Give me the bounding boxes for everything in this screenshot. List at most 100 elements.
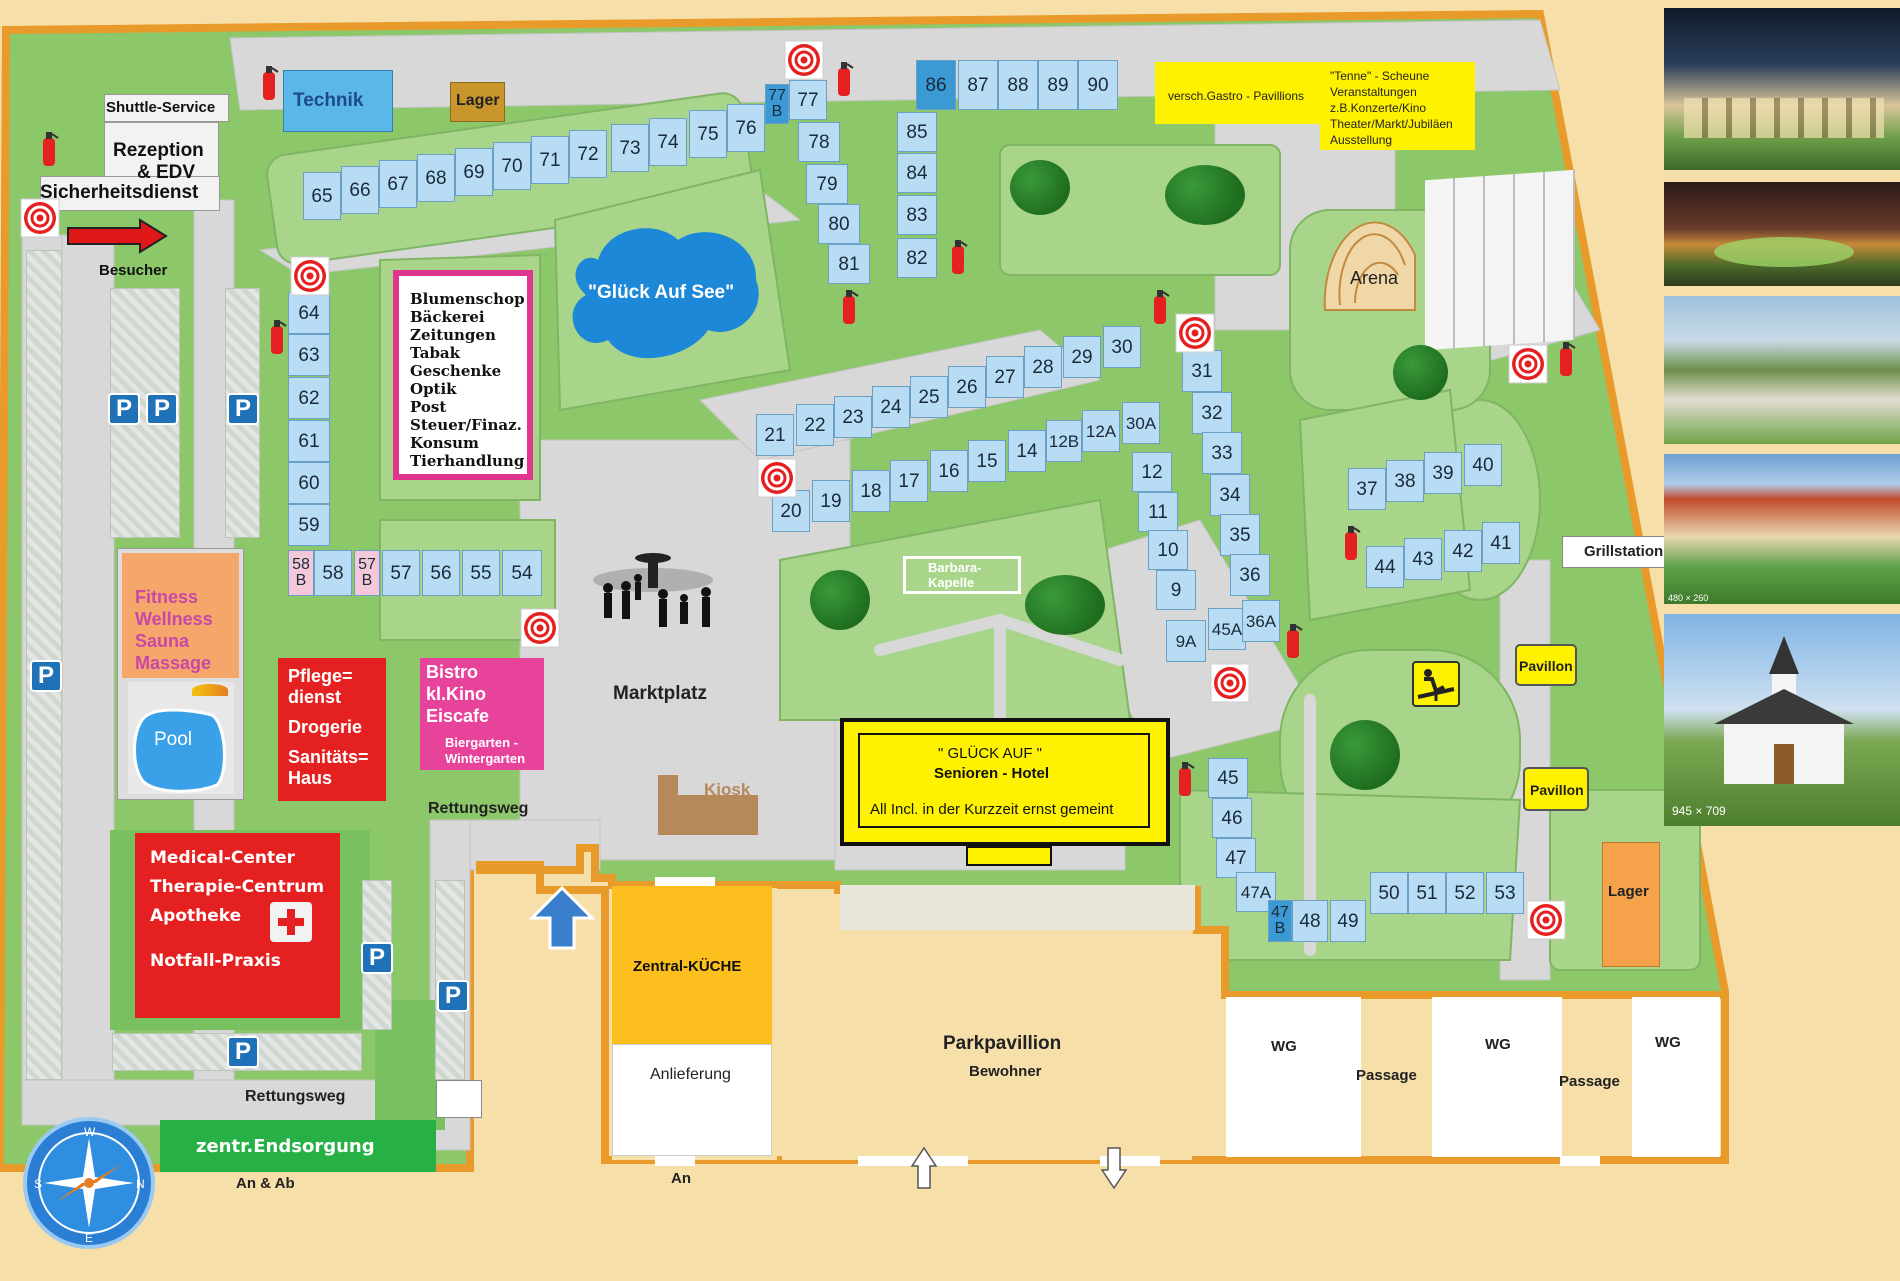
house-65: 65	[303, 172, 341, 220]
fire-extinguisher-icon	[838, 62, 854, 96]
shuttle-service	[104, 94, 229, 122]
house-53: 53	[1486, 872, 1524, 914]
pflege-line: Drogerie	[288, 717, 363, 737]
rezeption-label: Rezeption	[113, 140, 204, 161]
house-36: 36	[1230, 554, 1270, 596]
pavillon-label: Pavillon	[1519, 658, 1573, 674]
passage-label: Passage	[1356, 1067, 1417, 1084]
house-27: 27	[986, 356, 1024, 398]
hotel-inner	[858, 733, 1150, 828]
playground-icon	[1412, 661, 1460, 707]
marktplatz-label: Marktplatz	[613, 683, 707, 704]
sicherheitsdienst-label: Sicherheitsdienst	[40, 182, 199, 203]
fire-hose-icon	[1508, 344, 1548, 384]
parking-icon: P	[108, 393, 140, 425]
anlieferung-label: Anlieferung	[650, 1066, 731, 1083]
photo-hotel: 480 × 260	[1664, 454, 1900, 604]
kueche-building	[612, 886, 772, 1044]
tenne-line: z.B.Konzerte/Kino	[1330, 101, 1427, 115]
fire-hose-icon	[290, 256, 330, 296]
house-31: 31	[1182, 350, 1222, 392]
pflege-line: Sanitäts=	[288, 747, 369, 767]
tenne-line: Ausstellung	[1330, 133, 1393, 147]
house-82: 82	[897, 238, 937, 278]
medical-text: Medical-Center Therapie-Centrum Apotheke…	[150, 844, 324, 976]
rettungsweg-label: Rettungsweg	[245, 1088, 346, 1105]
house-11: 11	[1138, 492, 1178, 532]
tenne-line: "Tenne" - Scheune	[1330, 69, 1430, 83]
security-building	[40, 176, 220, 211]
anlieferung-building	[612, 1044, 772, 1156]
fire-hose-icon	[20, 198, 60, 238]
kiosk-label: Kiosk	[704, 780, 751, 799]
bistro-line: Eiscafe	[426, 706, 490, 726]
house-40: 40	[1464, 444, 1502, 486]
white-box	[436, 1080, 482, 1118]
parking-icon: P	[361, 942, 393, 974]
house-16: 16	[930, 450, 968, 492]
house-33: 33	[1202, 432, 1242, 474]
parking-icon: P	[227, 393, 259, 425]
house-73: 73	[611, 124, 649, 172]
house-66: 66	[341, 166, 379, 214]
fire-extinguisher-icon	[1560, 342, 1576, 376]
house-90: 90	[1078, 60, 1118, 110]
house-44: 44	[1366, 546, 1404, 588]
house-46: 46	[1212, 798, 1252, 838]
house-18: 18	[852, 470, 890, 512]
tenne-scheune	[1320, 62, 1475, 150]
fitness-text: Fitness Wellness Sauna Massage	[135, 586, 213, 674]
lager-label: Lager	[456, 92, 500, 109]
wg-block	[1632, 997, 1720, 1157]
gastro-pavillions	[1155, 62, 1320, 124]
house-77: 77	[789, 80, 827, 120]
technik-building	[283, 70, 393, 132]
house-57: 57	[382, 550, 420, 596]
house-38: 38	[1386, 460, 1424, 502]
umbrella-icon	[192, 684, 228, 696]
house-52: 52	[1446, 872, 1484, 914]
house-56: 56	[422, 550, 460, 596]
tree	[1010, 160, 1070, 215]
house-61: 61	[288, 420, 330, 462]
house-42: 42	[1444, 530, 1482, 572]
shop-item: Konsum	[410, 434, 479, 452]
fire-extinguisher-icon	[952, 240, 968, 274]
fitness-line: Fitness	[135, 587, 199, 607]
parkpavillion-label: Parkpavillion	[943, 1033, 1062, 1054]
house-29: 29	[1063, 336, 1101, 378]
tenne-text: "Tenne" - Scheune Veranstaltungen z.B.Ko…	[1330, 68, 1453, 148]
pavillon	[1515, 644, 1577, 686]
photo-fountain	[1664, 182, 1900, 286]
house-30: 30	[1103, 326, 1141, 368]
house-88: 88	[998, 60, 1038, 110]
fire-hose-icon	[1175, 313, 1215, 353]
house-22: 22	[796, 404, 834, 446]
house-17: 17	[890, 460, 928, 502]
house-55: 55	[462, 550, 500, 596]
biergarten-text: Biergarten - Wintergarten	[445, 735, 525, 767]
fire-extinguisher-icon	[271, 320, 287, 354]
house-43: 43	[1404, 538, 1442, 580]
hotel-type: Senioren - Hotel	[934, 765, 1050, 782]
house-34: 34	[1210, 474, 1250, 516]
house-39: 39	[1424, 452, 1462, 494]
lager-right-building	[1602, 842, 1660, 967]
shop-item: Zeitungen	[410, 326, 496, 344]
house-45: 45	[1208, 758, 1248, 798]
tenne-line: Veranstaltungen	[1330, 85, 1417, 99]
pflege-line: Haus	[288, 768, 333, 788]
fitness-line: Wellness	[135, 609, 213, 629]
pavillon	[1523, 767, 1589, 811]
tree	[1025, 575, 1105, 635]
photo-chapel: 945 × 709	[1664, 614, 1900, 826]
house-89: 89	[1038, 60, 1078, 110]
parking-icon: P	[227, 1036, 259, 1068]
house-12: 12	[1132, 452, 1172, 492]
marktplatz-people	[593, 553, 713, 627]
house-78: 78	[798, 122, 840, 162]
lake	[572, 228, 759, 359]
tenne-line: Theater/Markt/Jubiläen	[1330, 117, 1453, 131]
kapelle-building	[903, 556, 1021, 594]
bewohner-label: Bewohner	[969, 1063, 1042, 1080]
